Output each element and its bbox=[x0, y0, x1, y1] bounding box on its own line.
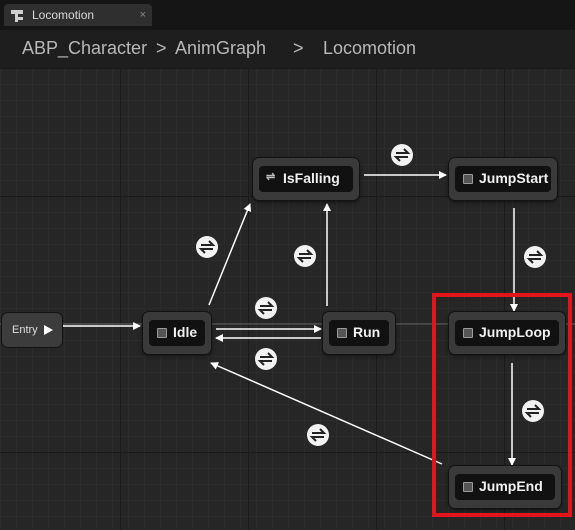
transition-rule-icon[interactable] bbox=[391, 144, 413, 166]
state-icon bbox=[463, 482, 473, 492]
state-label: JumpLoop bbox=[479, 324, 551, 340]
breadcrumb-separator: > bbox=[156, 38, 167, 58]
transition-rule-icon[interactable] bbox=[522, 400, 544, 422]
state-icon bbox=[337, 328, 347, 338]
tab-locomotion[interactable]: Locomotion × bbox=[4, 4, 152, 26]
transition-rule-icon[interactable] bbox=[196, 236, 218, 258]
breadcrumb-current[interactable]: Locomotion bbox=[323, 38, 417, 58]
state-machine-icon bbox=[10, 8, 24, 22]
breadcrumb: ABP_Character > AnimGraph > Locomotion bbox=[0, 30, 575, 68]
state-label: IsFalling bbox=[283, 170, 340, 186]
tab-label: Locomotion bbox=[32, 8, 95, 22]
conduit-icon: ⇌ bbox=[266, 171, 276, 183]
state-label: Idle bbox=[173, 324, 198, 340]
state-node-isfalling[interactable]: ⇌ IsFalling bbox=[253, 158, 359, 200]
state-label: JumpEnd bbox=[479, 478, 543, 494]
state-label: Run bbox=[353, 324, 381, 340]
state-icon bbox=[157, 328, 167, 338]
state-node-run[interactable]: Run bbox=[323, 312, 395, 354]
wire-jumpend-idle bbox=[210, 362, 443, 465]
state-node-jumpend[interactable]: JumpEnd bbox=[449, 466, 561, 508]
wire-idle-isfalling bbox=[208, 203, 252, 306]
transition-rule-icon[interactable] bbox=[255, 297, 277, 319]
state-icon bbox=[463, 328, 473, 338]
entry-node[interactable]: Entry bbox=[2, 313, 62, 347]
highlight-box bbox=[432, 293, 572, 517]
transition-rule-icon[interactable] bbox=[307, 424, 329, 446]
transition-rule-icon[interactable] bbox=[255, 348, 277, 370]
close-icon[interactable]: × bbox=[139, 9, 146, 21]
breadcrumb-animgraph[interactable]: AnimGraph bbox=[175, 38, 267, 58]
transition-rule-icon[interactable] bbox=[524, 246, 546, 268]
breadcrumb-root[interactable]: ABP_Character bbox=[22, 38, 148, 58]
state-icon bbox=[463, 174, 473, 184]
tab-bar: Locomotion × bbox=[0, 0, 575, 30]
state-machine-graph[interactable]: Entry Idle Run ⇌ IsFalling JumpStart Jump… bbox=[0, 68, 575, 530]
state-node-idle[interactable]: Idle bbox=[143, 312, 211, 354]
entry-arrow-icon bbox=[44, 325, 53, 335]
transition-rule-icon[interactable] bbox=[294, 245, 316, 267]
entry-label: Entry bbox=[12, 324, 38, 336]
state-label: JumpStart bbox=[479, 170, 549, 186]
breadcrumb-separator: > bbox=[293, 38, 304, 58]
state-node-jumpstart[interactable]: JumpStart bbox=[449, 158, 557, 200]
state-node-jumploop[interactable]: JumpLoop bbox=[449, 312, 565, 354]
